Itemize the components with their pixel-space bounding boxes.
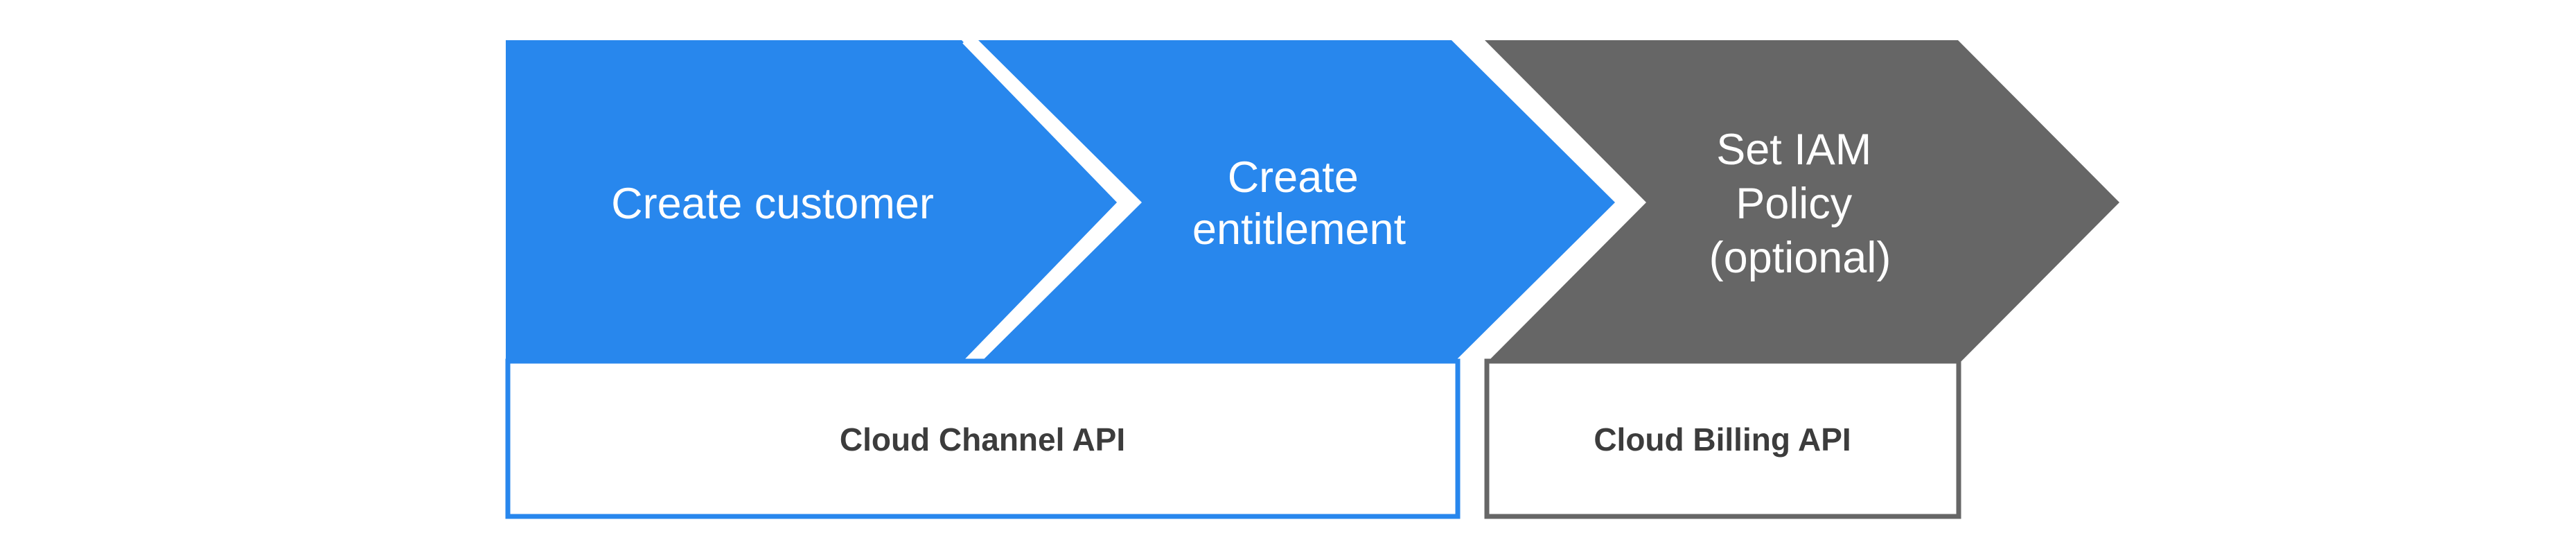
step-create-customer: Create customer: [506, 40, 1120, 365]
api-cloud-billing-box: [1484, 358, 1961, 519]
api-cloud-channel-label: Cloud Channel API: [840, 421, 1125, 458]
step-set-iam-policy: Set IAM Policy (optional): [1485, 40, 2119, 365]
api-cloud-billing: Cloud Billing API: [1484, 358, 1961, 519]
step-set-iam-policy-label: Set IAM Policy (optional): [1709, 125, 1891, 282]
chevron-separator: [962, 28, 1146, 376]
api-cloud-channel: Cloud Channel API: [505, 358, 1461, 519]
step-create-entitlement-label: Create entitlement: [1192, 153, 1406, 254]
step-create-entitlement: Create entitlement: [978, 40, 1615, 365]
api-cloud-channel-box: [505, 358, 1461, 519]
step-create-entitlement-chevron: [978, 40, 1615, 365]
step-set-iam-policy-chevron: [1485, 40, 2119, 365]
step-create-customer-chevron: [506, 40, 1120, 365]
api-cloud-billing-label: Cloud Billing API: [1594, 421, 1851, 458]
step-create-customer-label: Create customer: [611, 180, 934, 228]
